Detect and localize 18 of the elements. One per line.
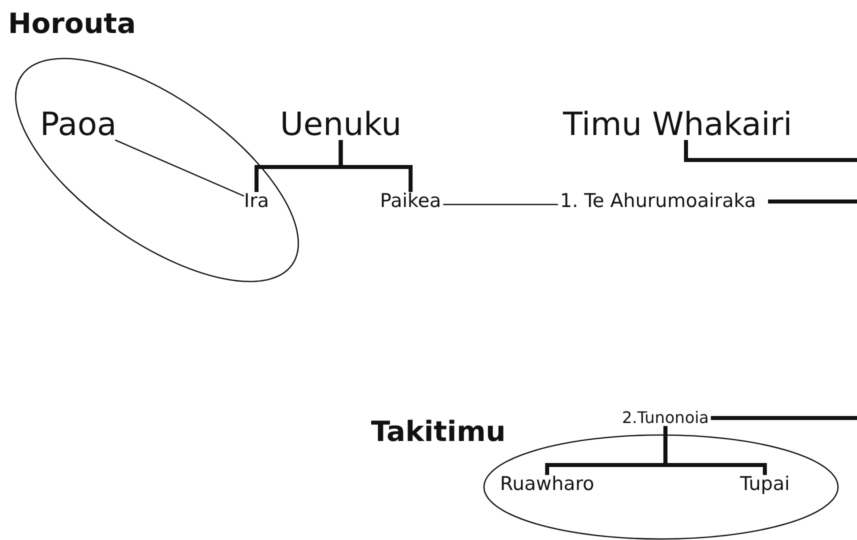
family-line xyxy=(338,140,413,192)
person-name: 2.Tunonoia xyxy=(622,410,709,426)
family-line xyxy=(768,200,857,204)
family-line xyxy=(443,204,558,206)
person-name: Tupai xyxy=(740,475,790,494)
person-name: Ruawharo xyxy=(500,475,594,494)
family-line xyxy=(114,139,244,197)
group-heading: Takitimu xyxy=(371,418,506,446)
person-name: Ira xyxy=(244,192,270,211)
family-line xyxy=(710,416,857,420)
person-name: Paikea xyxy=(380,192,442,211)
family-line xyxy=(684,140,857,162)
person-name: 1. Te Ahurumoairaka xyxy=(560,192,756,211)
family-line xyxy=(663,426,767,475)
person-name: Paoa xyxy=(40,108,117,140)
group-heading: Horouta xyxy=(8,10,136,38)
person-name: Uenuku xyxy=(280,108,402,140)
person-name: Timu Whakairi xyxy=(563,108,792,140)
